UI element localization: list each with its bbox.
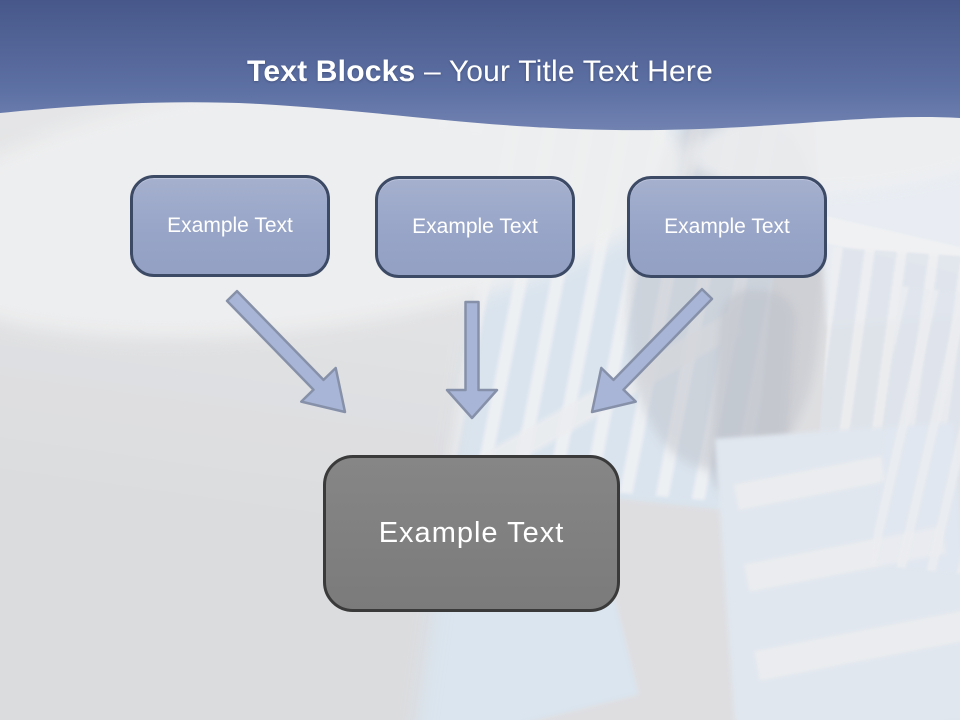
text-block-2: Example Text [375,176,575,278]
title-regular: – Your Title Text Here [423,55,713,88]
arrow-down [445,300,499,420]
text-block-2-label: Example Text [412,215,538,238]
arrow-down-right [225,289,347,414]
text-block-1-label: Example Text [167,214,293,237]
slide-title: Text Blocks – Your Title Text Here [0,54,960,90]
header-band: Text Blocks – Your Title Text Here [0,0,960,150]
text-block-1: Example Text [130,175,330,277]
text-block-3: Example Text [627,176,827,278]
result-block-label: Example Text [378,517,565,549]
text-block-3-label: Example Text [664,215,790,238]
arrow-down-left [590,287,714,414]
result-block: Example Text [323,455,620,612]
title-emphasis: Text Blocks [247,55,416,88]
header-wave [0,0,960,131]
